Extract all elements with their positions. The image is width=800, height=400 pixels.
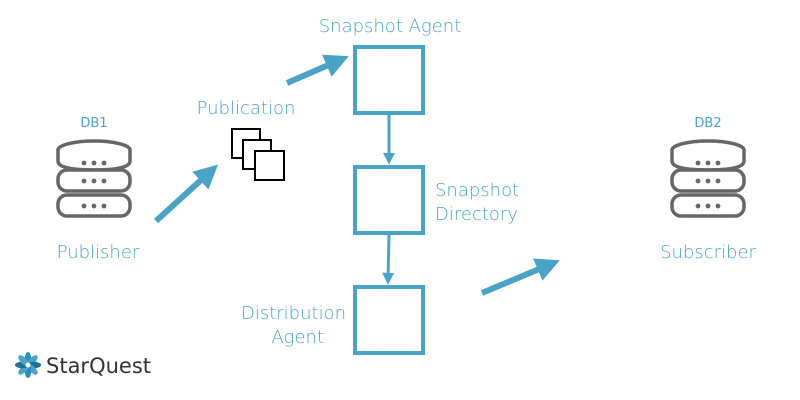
- arrow-publisher-to-publication: [153, 164, 219, 224]
- arrow-distribution-to-subscriber: [480, 258, 560, 296]
- snapshot-agent-label: Snapshot Agent: [319, 16, 462, 37]
- snapshot-agent-box: [353, 45, 425, 115]
- publication-documents-icon: [231, 128, 285, 181]
- publisher-label: Publisher: [57, 242, 140, 263]
- brand-name: StarQuest: [46, 354, 151, 378]
- arrow-directory-to-distribution-agent: [382, 234, 395, 285]
- distribution-agent-label-line2: Agent: [271, 327, 324, 348]
- db2-label: DB2: [694, 116, 721, 131]
- snapshot-directory-label-line1: Snapshot: [435, 180, 519, 201]
- distribution-agent-box: [353, 285, 425, 355]
- subscriber-label: Subscriber: [660, 242, 756, 263]
- arrow-publication-to-snapshot-agent: [285, 54, 349, 86]
- starquest-logo-icon: [15, 352, 41, 378]
- publisher-database-icon: [56, 139, 132, 218]
- publication-label: Publication: [197, 98, 296, 119]
- subscriber-database-icon: [670, 139, 746, 218]
- db1-label: DB1: [80, 116, 107, 131]
- snapshot-directory-label-line2: Directory: [435, 204, 518, 225]
- snapshot-directory-box: [353, 165, 425, 235]
- distribution-agent-label-line1: Distribution: [241, 303, 346, 324]
